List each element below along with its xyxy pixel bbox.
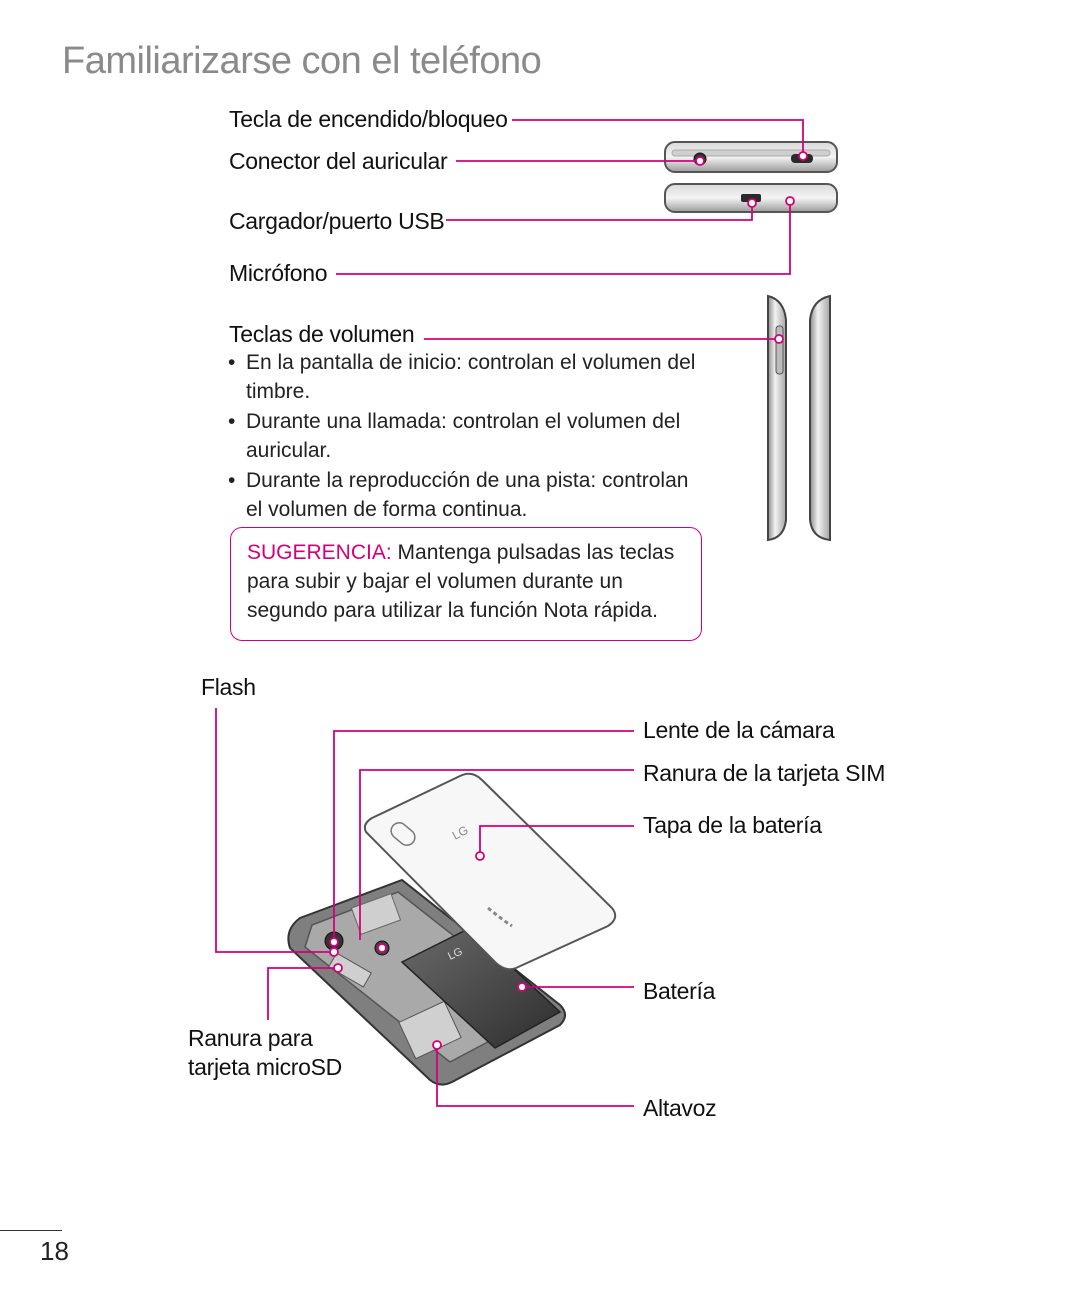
label-power-key: Tecla de encendido/bloqueo bbox=[229, 106, 508, 132]
label-microphone: Micrófono bbox=[229, 260, 328, 286]
battery-cover-illustration: LG bbox=[363, 772, 617, 971]
label-headset-jack: Conector del auricular bbox=[229, 148, 448, 174]
tip-box: SUGERENCIA: Mantenga pulsadas las teclas… bbox=[230, 527, 702, 641]
phone-side-right bbox=[809, 294, 831, 542]
battery-illustration: LG bbox=[400, 927, 562, 1049]
page-number-rule bbox=[0, 1230, 62, 1231]
label-flash: Flash bbox=[201, 674, 256, 700]
label-volume-keys: Teclas de volumen bbox=[229, 321, 415, 347]
label-microsd-line2: tarjeta microSD bbox=[188, 1054, 342, 1080]
label-usb-port: Cargador/puerto USB bbox=[229, 208, 445, 234]
svg-text:LG: LG bbox=[446, 946, 464, 963]
svg-text:LG: LG bbox=[450, 823, 471, 843]
label-battery: Batería bbox=[643, 978, 716, 1004]
phone-side-left bbox=[767, 294, 787, 542]
bullet-item: Durante la reproducción de una pista: co… bbox=[228, 466, 708, 524]
callout-lines bbox=[215, 119, 804, 1107]
bullet-item: Durante una llamada: controlan el volume… bbox=[228, 407, 708, 465]
phone-top-edge bbox=[664, 141, 838, 173]
tip-text: Mantenga pulsadas las teclas para subir … bbox=[247, 541, 675, 622]
label-battery-cover: Tapa de la batería bbox=[643, 812, 822, 838]
page-number: 18 bbox=[40, 1236, 69, 1266]
phone-bottom-edge bbox=[664, 183, 838, 213]
tip-keyword: SUGERENCIA: bbox=[247, 541, 392, 564]
bullet-item: En la pantalla de inicio: controlan el v… bbox=[228, 348, 708, 406]
label-speaker: Altavoz bbox=[643, 1095, 717, 1121]
label-microsd-line1: Ranura para bbox=[188, 1025, 313, 1051]
callout-dots bbox=[329, 151, 808, 1050]
label-camera-lens: Lente de la cámara bbox=[643, 717, 835, 743]
volume-bullet-list: En la pantalla de inicio: controlan el v… bbox=[228, 348, 708, 525]
page-title: Familiarizarse con el teléfono bbox=[62, 40, 542, 82]
label-sim-slot: Ranura de la tarjeta SIM bbox=[643, 760, 886, 786]
